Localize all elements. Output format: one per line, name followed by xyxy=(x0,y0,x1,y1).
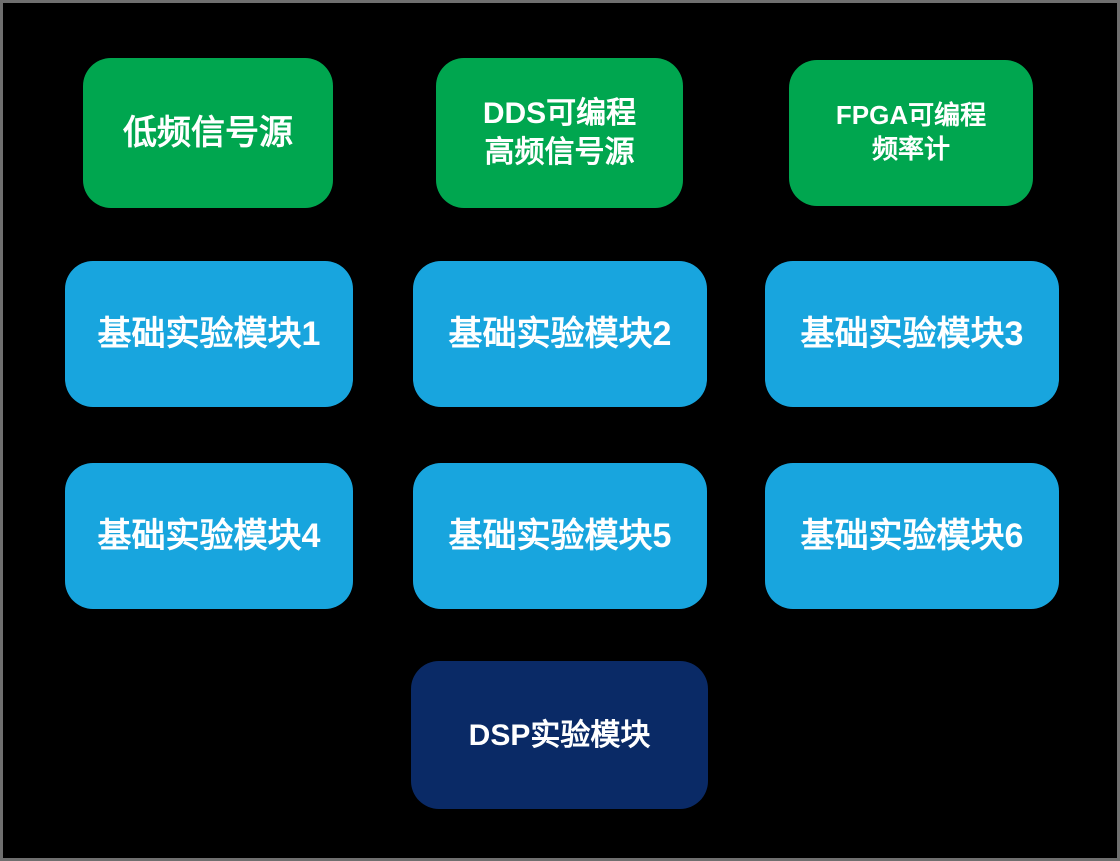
node-label: 基础实验模块6 xyxy=(800,516,1024,555)
node-basic-experiment-module-4: 基础实验模块4 xyxy=(65,463,353,609)
node-basic-experiment-module-1: 基础实验模块1 xyxy=(65,261,353,407)
node-label: 基础实验模块5 xyxy=(448,516,672,555)
node-basic-experiment-module-5: 基础实验模块5 xyxy=(413,463,707,609)
node-label: DDS可编程 高频信号源 xyxy=(482,97,637,169)
node-fpga-programmable-frequency-counter: FPGA可编程 频率计 xyxy=(789,60,1033,206)
node-label: 基础实验模块3 xyxy=(800,314,1024,353)
node-label: 基础实验模块4 xyxy=(97,516,321,555)
node-dds-programmable-hf-source: DDS可编程 高频信号源 xyxy=(436,58,683,208)
node-basic-experiment-module-2: 基础实验模块2 xyxy=(413,261,707,407)
node-basic-experiment-module-6: 基础实验模块6 xyxy=(765,463,1059,609)
node-low-freq-signal-source: 低频信号源 xyxy=(83,58,333,208)
node-label: 基础实验模块2 xyxy=(448,314,672,353)
node-label: DSP实验模块 xyxy=(468,718,651,752)
node-dsp-experiment-module: DSP实验模块 xyxy=(411,661,708,809)
node-label: 基础实验模块1 xyxy=(97,314,321,353)
node-basic-experiment-module-3: 基础实验模块3 xyxy=(765,261,1059,407)
node-label: 低频信号源 xyxy=(123,113,293,152)
node-label: FPGA可编程 频率计 xyxy=(835,100,987,164)
